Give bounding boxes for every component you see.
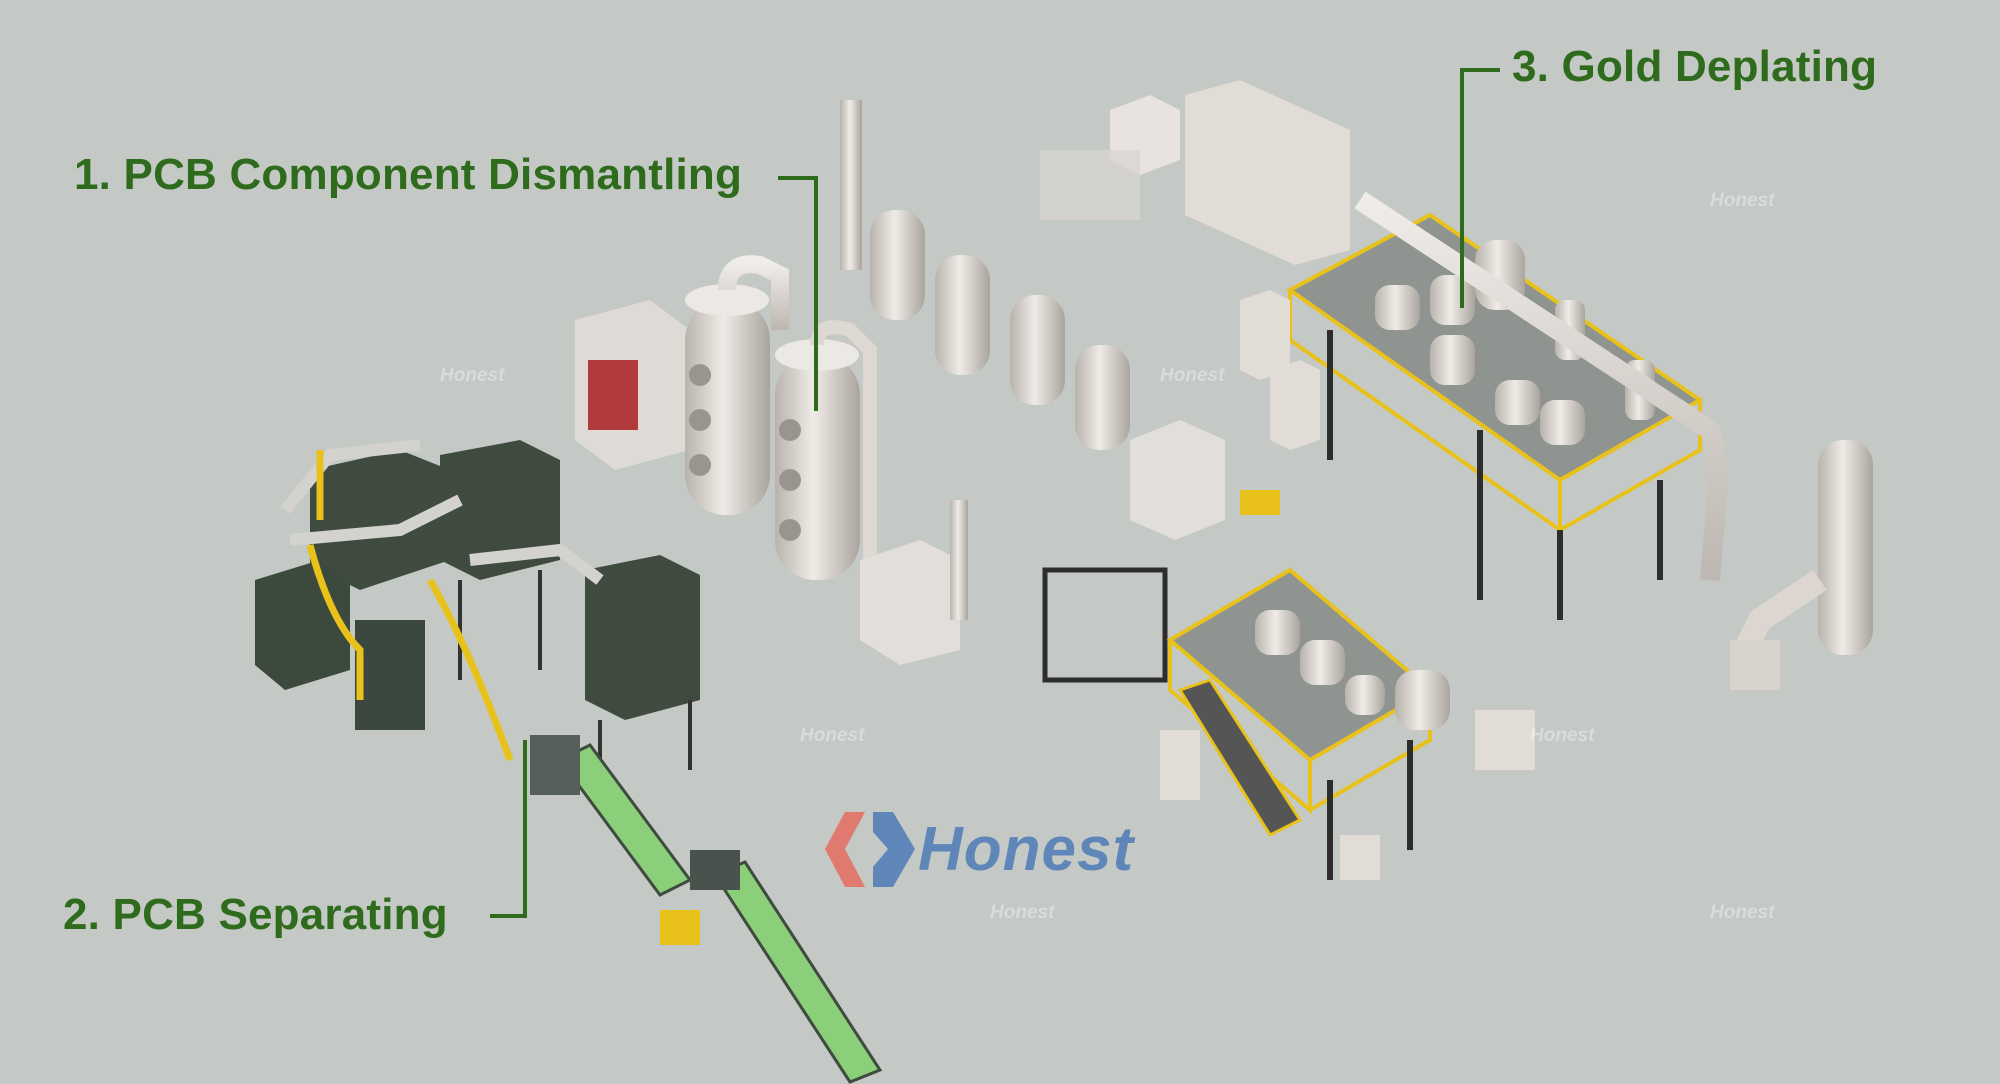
watermark: Honest <box>800 725 865 746</box>
frame <box>1042 567 1168 683</box>
fume-hood <box>1185 80 1350 265</box>
motor <box>660 910 700 945</box>
connector-line-3 <box>1460 68 1500 72</box>
mill <box>355 620 425 730</box>
tank <box>870 210 925 320</box>
connector-line-1-vertical <box>814 176 818 411</box>
stairs <box>1177 678 1303 837</box>
label-pcb-separating: 2. PCB Separating <box>63 890 448 939</box>
tank <box>935 255 990 375</box>
logo-text: Honest <box>918 815 1135 884</box>
cabinet <box>860 540 960 665</box>
cabinet <box>1240 290 1290 380</box>
watermark: Honest <box>1160 365 1225 386</box>
cabinet <box>1130 420 1225 540</box>
hopper <box>690 850 740 890</box>
dust-collector <box>310 450 450 590</box>
scrubber-tower-1 <box>685 300 770 515</box>
crusher <box>255 560 350 690</box>
connector-line-2-vertical <box>523 740 527 918</box>
dust-collector <box>440 440 560 580</box>
exhaust-tower <box>1818 440 1873 655</box>
tank <box>1075 345 1130 450</box>
dust-collector <box>585 555 700 720</box>
separating-section <box>255 439 883 1084</box>
cabinet <box>1270 360 1320 450</box>
shredder <box>530 735 580 795</box>
tank <box>1010 295 1065 405</box>
watermark: Honest <box>1710 190 1775 211</box>
connector-line-2 <box>490 914 527 918</box>
connector-line-3-vertical <box>1460 68 1464 308</box>
stack <box>840 100 862 270</box>
honest-logo: Honest <box>823 812 1183 887</box>
watermark: Honest <box>1530 725 1595 746</box>
watermark: Honest <box>440 365 505 386</box>
connector-line-1 <box>778 176 818 180</box>
logo-mark-icon <box>825 812 915 887</box>
label-pcb-component-dismantling: 1. PCB Component Dismantling <box>74 150 743 199</box>
watermark: Honest <box>990 902 1055 923</box>
dismantling-section <box>575 100 1225 665</box>
deplating-section <box>1040 80 1873 880</box>
conveyor-2 <box>712 860 883 1084</box>
label-gold-deplating: 3. Gold Deplating <box>1512 42 1878 91</box>
fan <box>1730 640 1780 690</box>
watermark: Honest <box>1710 902 1775 923</box>
yellow-motor <box>1240 490 1280 515</box>
